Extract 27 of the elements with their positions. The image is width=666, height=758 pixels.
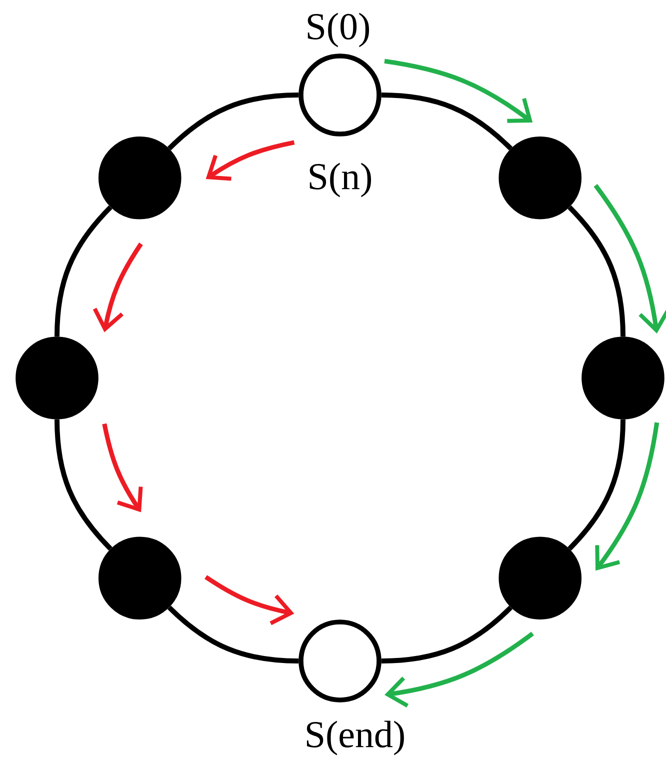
arrow xyxy=(204,575,294,626)
hollow-circle xyxy=(298,54,382,136)
filled-circle xyxy=(98,536,182,620)
arrow xyxy=(102,423,143,512)
ring-arc xyxy=(167,92,299,150)
ring-arc xyxy=(568,205,626,337)
node-label: S(end) xyxy=(306,720,404,756)
ring-arc xyxy=(54,205,112,337)
ring-arc xyxy=(568,419,626,551)
filled-circle xyxy=(498,536,582,620)
arrow xyxy=(594,184,666,334)
arrow xyxy=(384,632,534,708)
arrow xyxy=(595,422,660,571)
arrow xyxy=(92,242,143,332)
filled-circle xyxy=(16,336,98,420)
ring-arc xyxy=(167,606,299,664)
node-label: S(0) xyxy=(308,12,370,48)
node-label: S(n) xyxy=(310,162,371,198)
filled-circle xyxy=(582,336,664,420)
ring-arc xyxy=(381,92,513,150)
arrow xyxy=(206,140,295,181)
arrow xyxy=(384,58,533,123)
ring-arc xyxy=(381,606,513,664)
ring-arc xyxy=(54,419,112,551)
hollow-circle xyxy=(298,620,382,702)
filled-circle xyxy=(498,136,582,220)
filled-circle xyxy=(98,136,182,220)
